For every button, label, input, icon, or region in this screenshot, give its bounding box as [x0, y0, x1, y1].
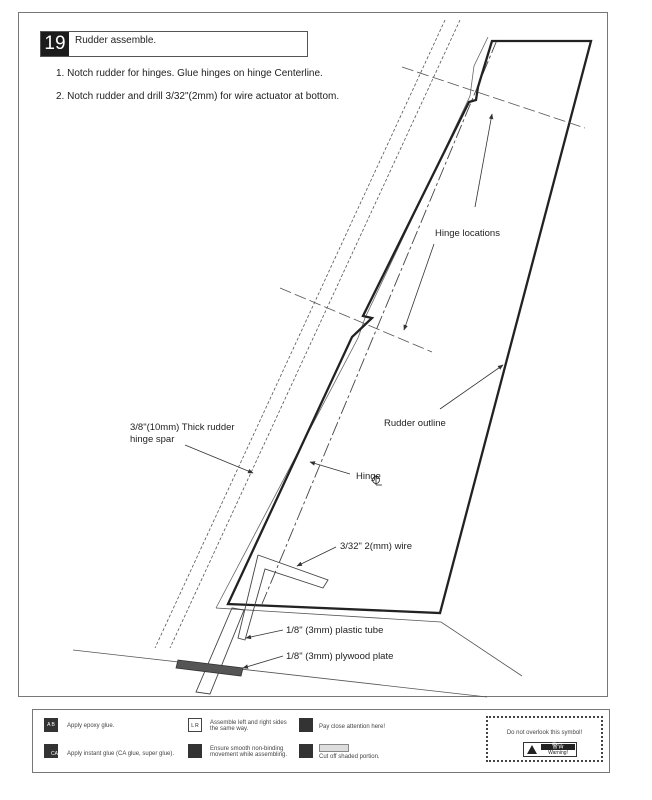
legend-instant-glue: Apply instant glue (CA glue, super glue)… — [67, 751, 175, 757]
label-hinge-spar-1: 3/8"(10mm) Thick rudder — [130, 422, 235, 433]
arrow-wire — [296, 546, 337, 567]
arrow-plywood-plate — [242, 655, 284, 669]
legend-attention: Pay close attention here! — [319, 724, 386, 730]
arrow-hinge-cl — [309, 461, 351, 475]
plywood-plate — [175, 659, 244, 677]
rudder-outline — [226, 39, 593, 615]
legend-epoxy: Apply epoxy glue. — [67, 723, 115, 729]
label-hinge-locations: Hinge locations — [435, 228, 500, 239]
stabilizer-line — [72, 649, 488, 698]
warning-note: Do not overlook this symbol! — [506, 730, 583, 736]
warning-badge: 警告 Warning! — [523, 742, 577, 757]
step-header: 19 Rudder assemble. — [40, 31, 308, 57]
wire-actuator — [237, 554, 329, 641]
centerline-symbol — [372, 475, 382, 486]
hinge-line-top — [401, 66, 586, 129]
fin-outline — [215, 36, 489, 609]
fuselage-line — [215, 607, 523, 677]
instruction-2: 2. Notch rudder and drill 3/32"(2mm) for… — [56, 91, 340, 102]
page-frame — [18, 12, 608, 697]
warning-icon — [527, 745, 537, 754]
hinge-spar-edge-right — [169, 19, 461, 649]
plastic-tube — [195, 607, 245, 695]
attention-icon — [299, 718, 313, 732]
label-wire: 3/32" 2(mm) wire — [340, 541, 412, 552]
rudder-diagram — [72, 19, 593, 698]
label-hinge-spar-2: hinge spar — [130, 434, 175, 445]
arrow-hinge-spar — [184, 444, 254, 474]
step-number: 19 — [41, 32, 69, 56]
hinge-centerline — [261, 39, 498, 605]
instant-glue-icon: CA — [44, 744, 58, 758]
label-plastic-tube: 1/8" (3mm) plastic tube — [286, 625, 384, 636]
hinge-spar-edge-left — [154, 19, 446, 649]
epoxy-glue-icon: A B — [44, 718, 58, 732]
step-title: Rudder assemble. — [75, 35, 157, 46]
shaded-portion-swatch — [319, 744, 349, 752]
legend-assemble-2: the same way. — [210, 726, 249, 732]
warning-cn: 警告 — [541, 744, 575, 750]
label-plywood-plate: 1/8" (3mm) plywood plate — [286, 651, 394, 662]
left-right-icon: L R — [188, 718, 202, 732]
instruction-1: 1. Notch rudder for hinges. Glue hinges … — [56, 68, 323, 79]
legend-assemble-1: Assemble left and right sides — [210, 720, 287, 726]
arrow-rudder-outline — [439, 364, 504, 410]
arrow-plastic-tube — [245, 629, 284, 640]
cut-off-icon — [299, 744, 313, 758]
smooth-movement-icon — [188, 744, 202, 758]
symbol-legend: A B Apply epoxy glue. CA Apply instant g… — [32, 709, 610, 773]
hinge-line-bottom — [279, 287, 433, 353]
arrow-hinge-bottom — [403, 243, 435, 331]
legend-smooth-2: movement while assembling. — [210, 752, 288, 758]
arrow-hinge-top — [474, 113, 494, 208]
legend-smooth-1: Ensure smooth non-binding — [210, 746, 284, 752]
legend-cut-off: Cut off shaded portion. — [319, 754, 380, 760]
warning-box: Do not overlook this symbol! 警告 Warning! — [486, 716, 603, 762]
warning-en: Warning! — [548, 750, 568, 756]
label-hinge-cl: Hinge — [356, 471, 381, 482]
label-rudder-outline: Rudder outline — [384, 418, 446, 429]
